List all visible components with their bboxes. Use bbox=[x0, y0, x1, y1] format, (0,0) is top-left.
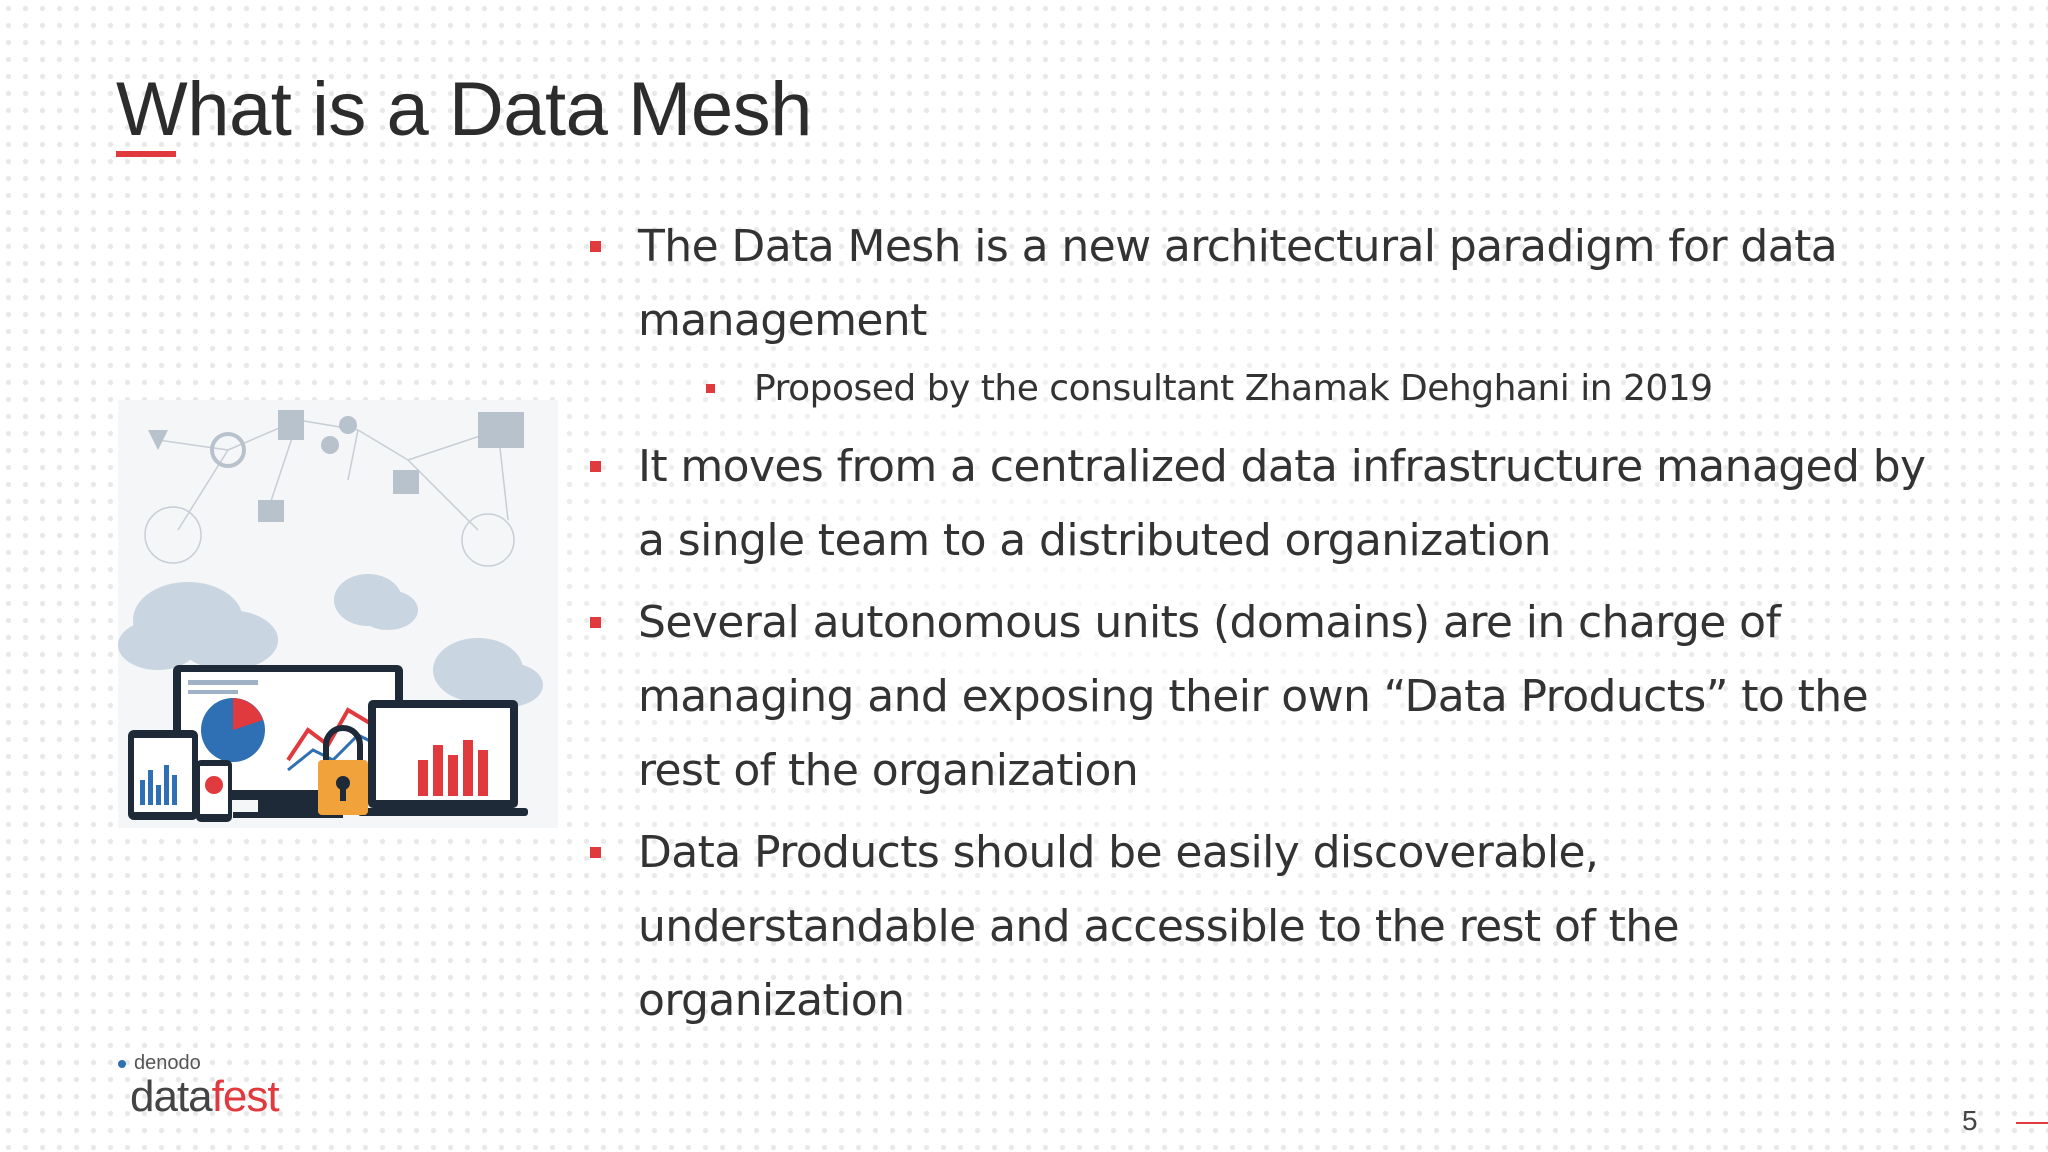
bullet-item: The Data Mesh is a new architectural par… bbox=[590, 210, 1930, 358]
denodo-datafest-logo: denodo datafest bbox=[112, 1050, 312, 1130]
bullet-item: Several autonomous units (domains) are i… bbox=[590, 586, 1930, 808]
page-number-accent-line bbox=[2016, 1122, 2048, 1124]
title-underline bbox=[116, 151, 176, 157]
bullet-item: Data Products should be easily discovera… bbox=[590, 816, 1930, 1038]
logo-event-text-right: fest bbox=[211, 1072, 280, 1121]
logo-event-text-left: data bbox=[130, 1072, 213, 1121]
data-devices-cloud-network-illustration bbox=[118, 400, 558, 828]
slide-title: What is a Data Mesh bbox=[116, 67, 812, 152]
bullet-item: It moves from a centralized data infrast… bbox=[590, 430, 1930, 578]
logo-event-text: datafest bbox=[130, 1072, 280, 1122]
sub-bullet-item: Proposed by the consultant Zhamak Dehgha… bbox=[590, 362, 1930, 416]
logo-company-text: denodo bbox=[134, 1052, 201, 1074]
page-number: 5 bbox=[1962, 1105, 1978, 1136]
logo-dot-icon bbox=[118, 1060, 126, 1068]
bullet-list: The Data Mesh is a new architectural par… bbox=[590, 210, 1930, 1046]
